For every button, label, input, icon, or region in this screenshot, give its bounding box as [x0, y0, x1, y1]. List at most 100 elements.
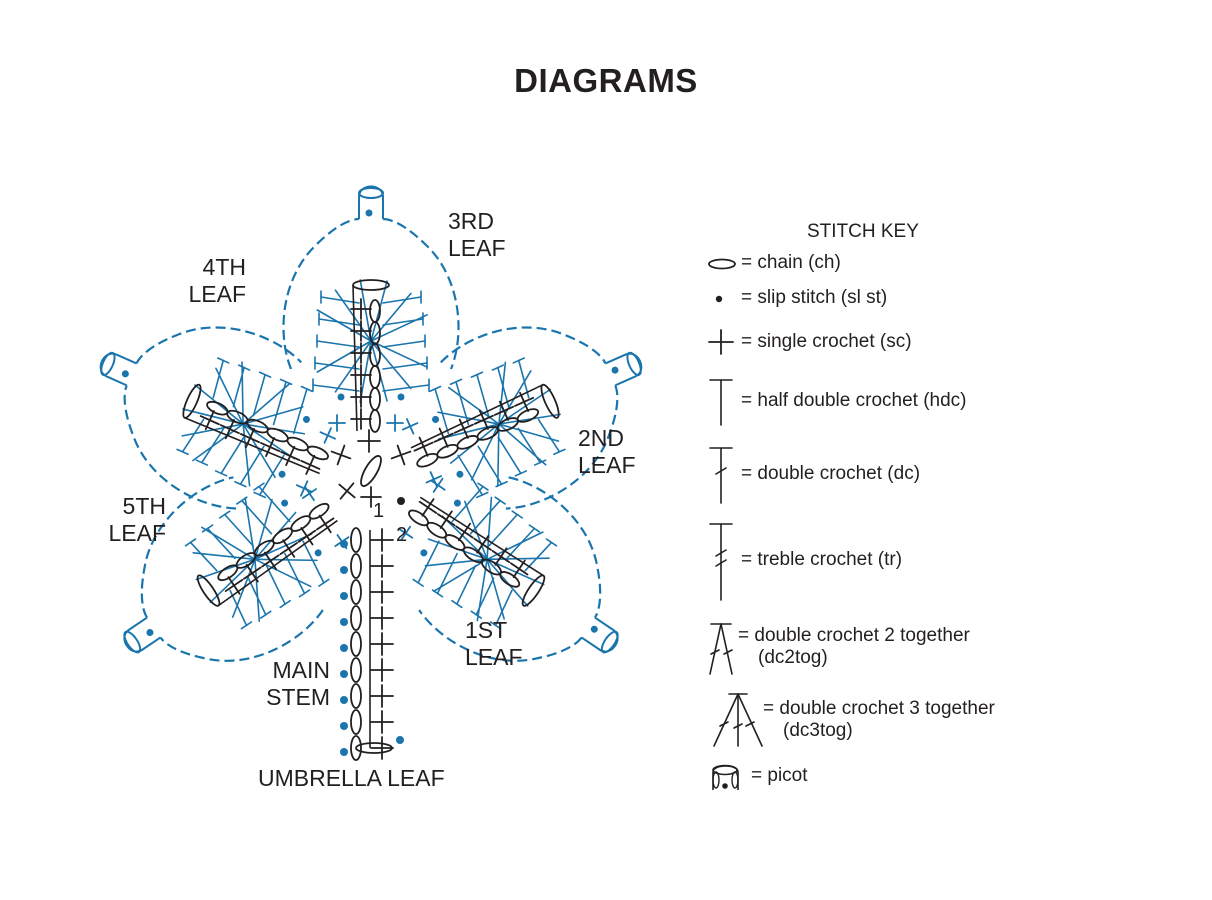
double-crochet-mark	[254, 558, 312, 588]
hdc-mark	[469, 499, 501, 535]
hdc-top	[449, 378, 463, 386]
stem-slip-stitch	[340, 722, 348, 730]
slip-stitch-mark	[420, 549, 428, 557]
double-crochet-mark	[370, 280, 388, 342]
key-dc2tog-text: = double crochet 2 together (dc2tog)	[738, 625, 970, 668]
picot-icon	[731, 771, 739, 789]
hdc-top	[494, 496, 506, 505]
double-crochet-mark	[498, 413, 561, 425]
key-hdc-text: = half double crochet (hdc)	[741, 390, 967, 411]
dc3tog-icon	[737, 693, 763, 747]
hdc-mark	[436, 552, 458, 595]
leaf-1	[398, 476, 619, 662]
hdc-mark	[258, 485, 291, 523]
hdc-mark	[292, 388, 308, 435]
single-crochet-mark	[418, 500, 438, 514]
key-chain-text: = chain (ch)	[741, 252, 841, 273]
single-crochet-mark	[239, 433, 261, 444]
hdc-mark	[223, 513, 254, 547]
double-crochet-mark	[370, 340, 428, 369]
hdc-mark	[302, 540, 325, 584]
hdc-top	[491, 364, 505, 371]
center-sc	[336, 444, 346, 466]
double-crochet-mark	[254, 498, 273, 561]
hdc-mark	[265, 565, 286, 605]
double-crochet-mark	[498, 361, 507, 425]
double-crochet-mark	[242, 423, 276, 479]
hdc-mark	[497, 436, 522, 475]
double-crochet-mark	[194, 384, 244, 425]
hdc-mark	[456, 565, 477, 605]
stem-slip-stitch	[340, 566, 348, 574]
stitch-key-symbols	[708, 258, 763, 790]
hdc-top	[431, 589, 444, 598]
hdc-mark	[316, 340, 360, 348]
slip-stitch-mark	[121, 370, 129, 378]
stem-slip-stitch	[340, 618, 348, 626]
picot-mark	[580, 616, 619, 653]
chain-rail	[352, 284, 358, 432]
hdc-mark	[382, 318, 424, 326]
key-dc3tog-text: = double crochet 3 together (dc3tog)	[763, 698, 995, 741]
hdc-top	[470, 371, 484, 378]
hdc-top	[240, 621, 253, 630]
hdc-mark	[455, 381, 470, 426]
single-crochet-mark	[509, 562, 529, 576]
treble-crochet-icon	[715, 559, 727, 567]
hdc-mark	[494, 589, 513, 627]
hdc-top	[476, 491, 489, 499]
double-crochet-mark	[254, 558, 261, 622]
stem-chain	[350, 553, 362, 579]
chain-mark	[352, 279, 390, 291]
hdc-mark	[241, 499, 273, 535]
single-crochet-mark	[491, 550, 511, 564]
hdc-top	[234, 480, 247, 488]
single-crochet-mark	[280, 451, 301, 461]
slip-stitch-icon	[715, 295, 723, 303]
chain-mark	[516, 408, 540, 423]
single-crochet-mark	[301, 488, 318, 499]
hdc-mark	[247, 577, 267, 616]
double-crochet-mark	[486, 496, 493, 561]
center-sc	[339, 482, 355, 500]
hdc-top	[428, 385, 442, 393]
stem-end-chain	[355, 742, 393, 754]
single-crochet-mark	[455, 525, 474, 539]
hdc-mark	[258, 454, 285, 496]
double-crochet-mark	[242, 406, 304, 425]
stem-chain	[350, 683, 362, 709]
hdc-top	[253, 482, 265, 491]
leaf-edge	[123, 326, 303, 510]
dc2tog-icon	[723, 649, 733, 655]
double-crochet-mark	[486, 531, 544, 561]
double-crochet-mark	[195, 558, 256, 581]
hdc-top	[528, 524, 541, 533]
slip-stitch-mark	[278, 470, 286, 478]
hdc-mark	[318, 318, 360, 326]
hdc-mark	[517, 359, 530, 399]
hdc-mark	[206, 527, 236, 560]
main-stem-chart	[340, 527, 404, 761]
hdc-top	[236, 496, 248, 505]
chain-mark	[521, 574, 546, 607]
single-crochet-mark	[261, 554, 280, 568]
slip-stitch-mark	[314, 549, 322, 557]
hdc-mark	[382, 384, 430, 392]
single-crochet-mark	[243, 566, 262, 580]
dc3tog-icon	[719, 721, 729, 727]
double-crochet-mark	[424, 558, 488, 567]
single-crochet-mark	[473, 537, 492, 551]
hdc-mark	[201, 427, 225, 464]
dc2tog-icon	[709, 623, 722, 675]
hdc-mark	[382, 340, 426, 348]
hdc-top	[237, 364, 251, 371]
key-picot-text: = picot	[751, 765, 808, 786]
hdc-mark	[488, 513, 519, 547]
hdc-mark	[476, 373, 490, 417]
stem-slip-stitch	[340, 592, 348, 600]
single-crochet-mark	[437, 513, 456, 527]
